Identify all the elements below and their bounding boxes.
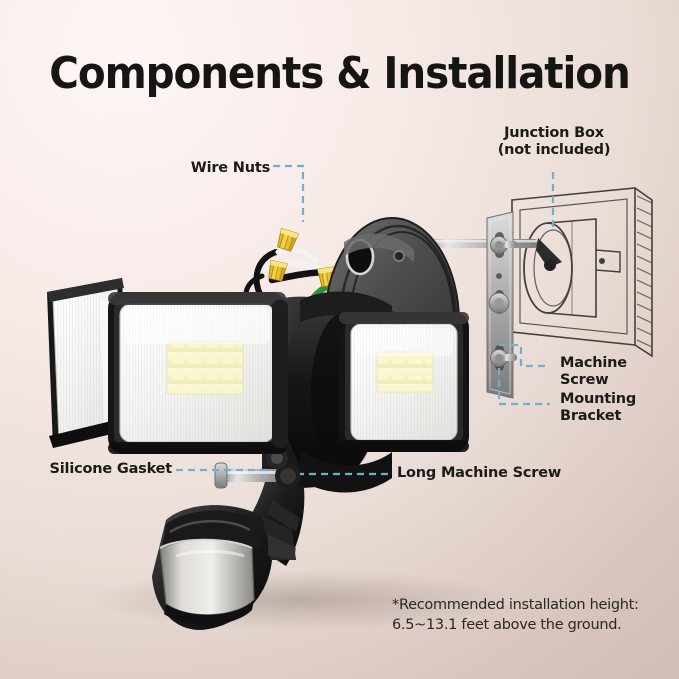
motion-sensor — [152, 505, 296, 630]
label-long-machine-screw: Long Machine Screw — [397, 465, 562, 481]
mounting-bracket-part — [486, 211, 517, 399]
installation-height-note: *Recommended installation height: 6.5~13… — [392, 597, 639, 633]
junction-box-lineart — [511, 187, 653, 358]
machine-screw-top — [490, 236, 517, 254]
led-panel-center — [108, 292, 288, 454]
label-mounting-bracket: Mounting Bracket — [560, 391, 637, 424]
label-wire-nuts: Wire Nuts — [190, 160, 270, 176]
machine-screw-middle — [488, 292, 510, 314]
wire-nuts — [268, 227, 336, 288]
label-junction-box: Junction Box (not included) — [497, 125, 611, 158]
led-panel-right — [339, 312, 469, 452]
label-machine-screw: Machine Screw — [560, 355, 627, 388]
page-title: Components & Installation — [49, 48, 631, 99]
label-silicone-gasket: Silicone Gasket — [49, 461, 173, 477]
